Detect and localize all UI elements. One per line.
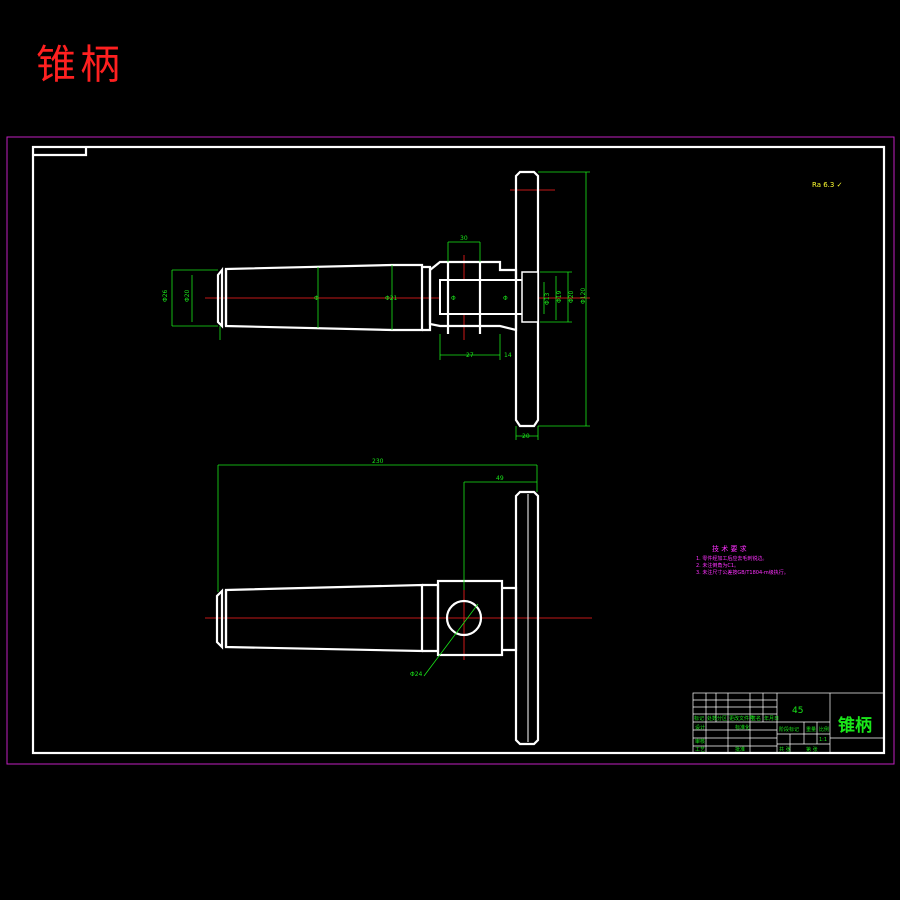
tb-part-name: 锥柄 <box>838 715 872 736</box>
flange-section <box>514 170 540 428</box>
dim-d-shaft2: Φ21 <box>385 295 398 302</box>
svg-text:批准: 批准 <box>735 746 745 753</box>
cross-hole <box>445 599 483 637</box>
dim-hole: Φ24 <box>410 671 423 678</box>
outer-border <box>6 136 895 765</box>
dim-overall: 230 <box>372 458 384 465</box>
svg-text:标记: 标记 <box>694 715 704 722</box>
tech-item-1: 1. 零件经加工后应去毛刺锐边。 <box>696 555 767 562</box>
frame-corner-tab <box>33 147 88 157</box>
dim-partial: 49 <box>496 475 504 482</box>
bottom-flange <box>514 490 540 746</box>
svg-text:标准化: 标准化 <box>735 724 750 731</box>
dim-d-right-2: Φ19 <box>556 290 563 303</box>
tech-item-3: 3. 未注尺寸公差按GB/T1804-m级执行。 <box>696 569 789 576</box>
bottom-view: 230 49 Φ24 <box>205 458 592 746</box>
bottom-hub <box>436 579 504 657</box>
dim-d-flange: Φ120 <box>580 288 587 304</box>
svg-text:年月日: 年月日 <box>764 715 779 722</box>
svg-text:审核: 审核 <box>695 738 705 745</box>
tb-material: 45 <box>792 706 803 716</box>
dim-d-left-inner: Φ20 <box>184 289 191 302</box>
svg-text:比例: 比例 <box>819 726 829 733</box>
dim-len-bottom: 27 <box>466 352 474 359</box>
page-title: 锥柄 <box>36 42 124 88</box>
svg-text:第 张: 第 张 <box>806 746 818 753</box>
roughness-symbol: Ra 6.3 ✓ <box>812 181 842 189</box>
dim-thickness: 20 <box>522 433 530 440</box>
dim-len-small: 14 <box>504 352 512 359</box>
svg-text:共 张: 共 张 <box>779 746 791 753</box>
svg-text:重量: 重量 <box>806 726 816 733</box>
dim-d-shaft: Φ <box>314 295 319 302</box>
dim-d-hole: Φ <box>451 295 456 302</box>
svg-text:处数: 处数 <box>707 715 717 722</box>
inner-frame <box>31 145 886 755</box>
dim-d-bore: Φ <box>503 295 508 302</box>
svg-text:分区: 分区 <box>717 715 727 722</box>
svg-text:阶段标记: 阶段标记 <box>779 726 799 733</box>
dim-d-right-1: Φ13 <box>544 292 551 305</box>
svg-text:工艺: 工艺 <box>695 747 705 753</box>
tech-requirements: 技 术 要 求 1. 零件经加工后应去毛刺锐边。 2. 未注倒角为C1。 3. … <box>696 544 789 576</box>
top-view: Φ26 Φ20 Φ Φ21 30 Φ Φ Φ13 Φ19 Φ20 Φ120 27… <box>162 170 590 440</box>
tech-item-2: 2. 未注倒角为C1。 <box>696 562 739 569</box>
svg-text:1:1: 1:1 <box>819 737 827 743</box>
tech-heading: 技 术 要 求 <box>712 544 747 553</box>
dim-d-right-3: Φ20 <box>568 290 575 303</box>
svg-text:签名: 签名 <box>751 715 761 722</box>
svg-text:更改文件号: 更改文件号 <box>729 715 754 722</box>
svg-text:设计: 设计 <box>695 724 705 731</box>
title-block: 45 锥柄 标记 处数 分区 更改文件号 签名 年月日 设计 标准化 审核 工艺… <box>692 692 885 754</box>
dim-w-top: 30 <box>460 235 468 242</box>
dim-d-left-outer: Φ26 <box>162 289 169 302</box>
